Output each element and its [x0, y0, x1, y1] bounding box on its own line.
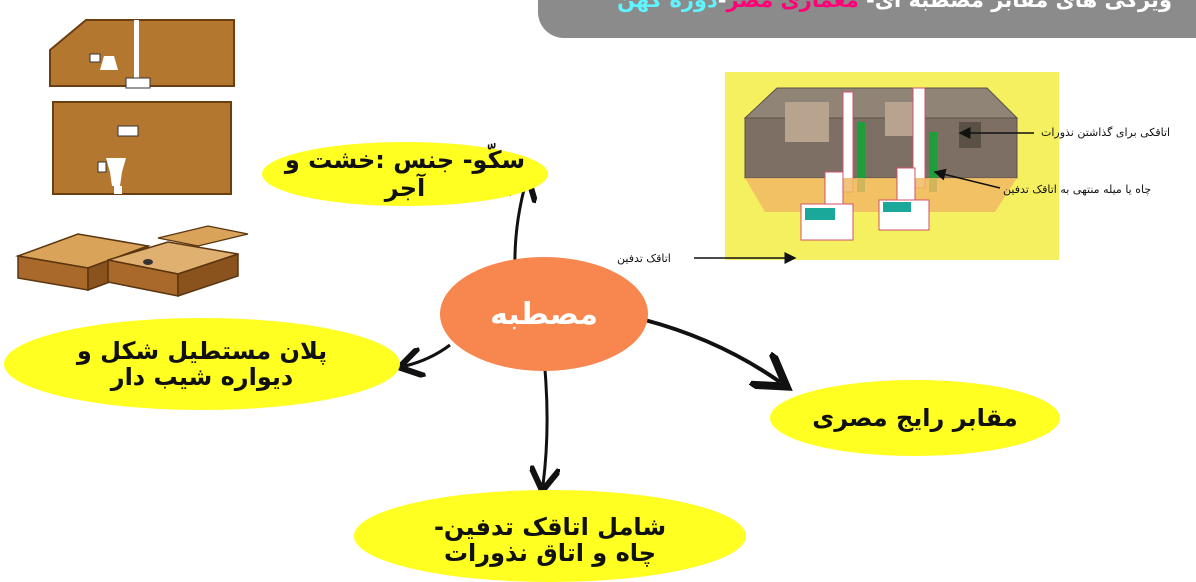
header-text-main: ویژگی های مقابر مصطبه ای- — [858, 0, 1172, 12]
pointer-shaft — [933, 168, 1001, 189]
header-text-highlight: معماری مصر — [726, 0, 859, 12]
node-common-egyptian-tombs: مقابر رایج مصری — [770, 380, 1060, 456]
node-common-egyptian-tombs-text: مقابر رایج مصری — [812, 404, 1018, 432]
plan-2 — [52, 101, 232, 195]
label-burial-room: اتاقک تدفین — [617, 252, 671, 265]
plan-1 — [49, 19, 235, 89]
node-rectangular-plan-text: پلان مستطیل شکل و دیواره شیب دار — [76, 337, 328, 391]
arrow-to-left — [405, 343, 451, 366]
center-node-mastaba: مصطبه — [440, 257, 648, 371]
label-offering-room: اتاقکی برای گذاشتن نذورات — [1041, 126, 1171, 139]
node-platform-material-text: سکّو- جنس :خشت و آجر — [284, 146, 526, 202]
node-burial-chamber: شامل اتاقک تدفین-چاه و اتاق نذورات — [354, 490, 746, 582]
header-bar: ویژگی های مقابر مصطبه ای- معماری مصر-دور… — [538, 0, 1196, 38]
arrow-to-bottom — [543, 369, 547, 485]
header-text-dash: - — [717, 0, 727, 12]
mastaba-ruins — [15, 225, 249, 298]
mastaba-section-illustration — [725, 72, 1059, 260]
header-title: ویژگی های مقابر مصطبه ای- معماری مصر-دور… — [617, 0, 1172, 12]
header-text-period: دوره کهن — [617, 0, 718, 12]
label-shaft: چاه یا میله منتهی به اتاقک تدفین — [1003, 183, 1152, 196]
arrow-to-right — [644, 318, 780, 382]
mastaba-plan-illustrations — [8, 6, 264, 306]
node-platform-material: سکّو- جنس :خشت و آجر — [262, 142, 548, 206]
node-burial-chamber-text: شامل اتاقک تدفین-چاه و اتاق نذورات — [433, 513, 667, 567]
node-rectangular-plan: پلان مستطیل شکل و دیواره شیب دار — [4, 318, 400, 410]
